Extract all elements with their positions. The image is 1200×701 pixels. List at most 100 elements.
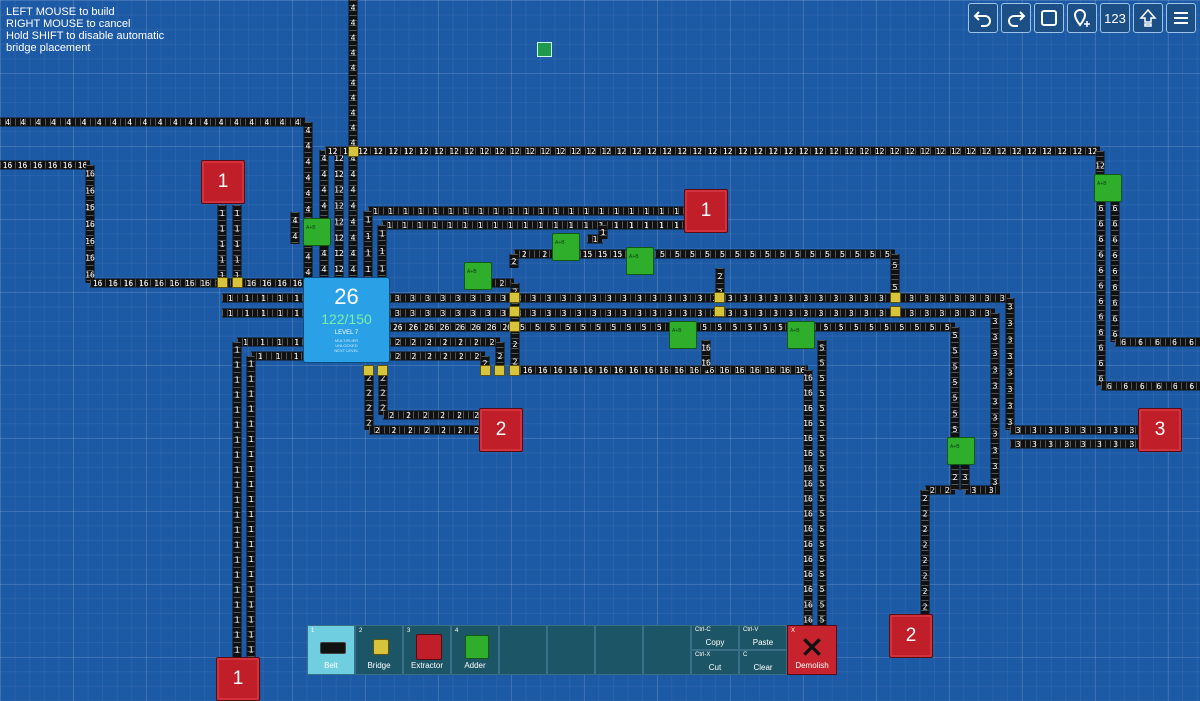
belt-tool-button[interactable]: 1 Belt [307,625,355,675]
adder[interactable]: A+B [464,262,492,290]
conveyor-belt[interactable]: 2 [509,254,519,268]
extractor[interactable]: 2 [889,614,933,658]
conveyor-belt[interactable]: 2 [490,278,514,288]
extractor[interactable]: 3 [1138,408,1182,452]
empty-slot[interactable] [643,625,691,675]
bridge-tool-button[interactable]: 2 Bridge [355,625,403,675]
cut-button[interactable]: Ctrl-X Cut [691,650,739,675]
bridge[interactable] [509,306,520,317]
copy-button[interactable]: Ctrl-C Copy [691,625,739,650]
add-marker-button[interactable] [1067,3,1097,33]
select-button[interactable] [1034,3,1064,33]
conveyor-belt[interactable]: 3333333333333333333333333333333333333333… [390,293,1010,303]
paste-button[interactable]: Ctrl-V Paste [739,625,787,650]
conveyor-belt[interactable]: 44 [290,212,300,244]
numbers-toggle-button[interactable]: 123 [1100,3,1130,33]
clear-button[interactable]: C Clear [739,650,787,675]
conveyor-belt[interactable]: 111 [377,225,387,277]
adder[interactable]: A+B [303,218,331,246]
empty-slot[interactable] [547,625,595,675]
bridge[interactable] [480,365,491,376]
bridge[interactable] [232,277,243,288]
adder[interactable]: A+B [552,233,580,261]
demolish-button[interactable]: X Demolish [787,625,837,675]
bridge[interactable] [890,292,901,303]
undo-button[interactable] [968,3,998,33]
bridge[interactable] [714,306,725,317]
adder-tool-button[interactable]: 4 Adder [451,625,499,675]
bridge[interactable] [377,365,388,376]
extractor[interactable]: 1 [201,160,245,204]
adder[interactable]: A+B [1094,174,1122,202]
extractor[interactable]: 1 [684,189,728,233]
bridge[interactable] [509,365,520,376]
bridge[interactable] [363,365,374,376]
adder[interactable]: A+B [947,437,975,465]
bridge[interactable] [494,365,505,376]
menu-button[interactable] [1166,3,1196,33]
bridge[interactable] [509,292,520,303]
conveyor-belt[interactable]: 222 [378,370,388,415]
empty-slot[interactable] [595,625,643,675]
bridge[interactable] [714,292,725,303]
bridge[interactable] [890,306,901,317]
extractor-tool-button[interactable]: 3 Extractor [403,625,451,675]
conveyor-belt[interactable]: 2 [950,464,960,490]
adder[interactable]: A+B [787,321,815,349]
extractor[interactable]: 2 [479,408,523,452]
bridge[interactable] [217,277,228,288]
conveyor-belt[interactable]: 1 [598,225,608,239]
conveyor-belt[interactable]: 55 [890,254,900,298]
bridge[interactable] [509,321,520,332]
upgrades-button[interactable] [1133,3,1163,33]
empty-slot[interactable] [499,625,547,675]
extractor[interactable]: 1 [216,657,260,701]
bridge[interactable] [348,146,359,157]
